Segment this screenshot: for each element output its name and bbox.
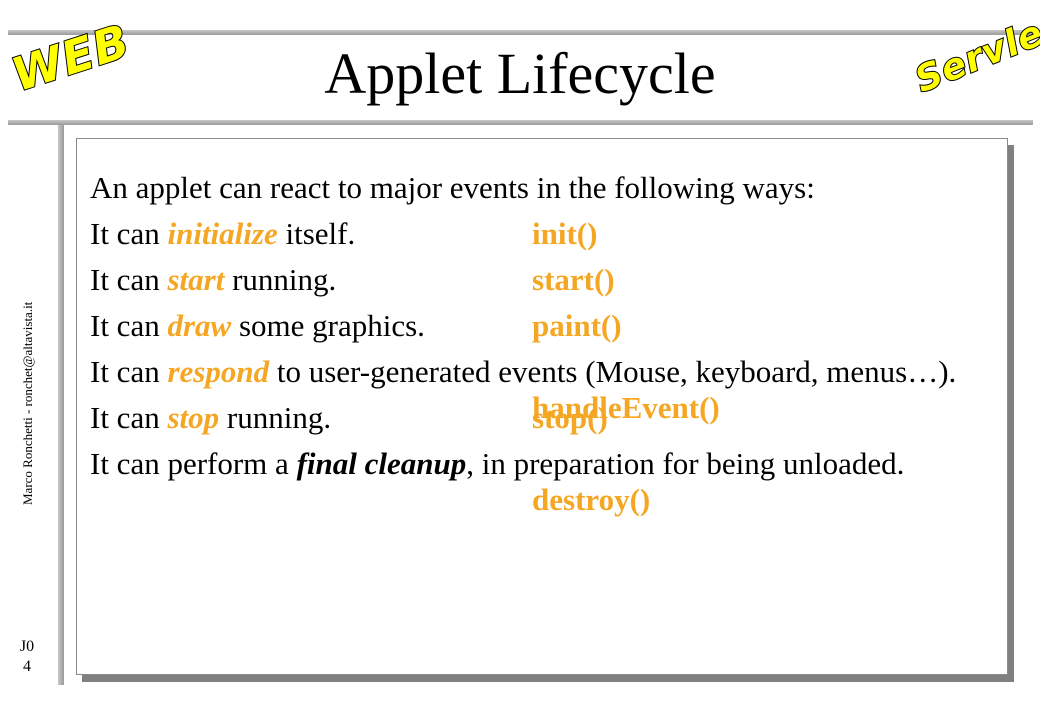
emphasis-draw: draw (167, 308, 232, 343)
method-start: start() (532, 262, 615, 297)
lifecycle-item-stop: It can stop running. stop() (90, 400, 608, 435)
emphasis-stop: stop (167, 400, 220, 435)
method-destroy: destroy() (532, 482, 651, 517)
emphasis-respond: respond (167, 354, 270, 389)
method-handleevent: handleEvent() (532, 390, 720, 425)
lifecycle-item-destroy: It can perform a final cleanup, in prepa… (90, 446, 905, 517)
lifecycle-item-handleevent: It can respond to user-generated events … (90, 354, 957, 425)
lifecycle-item-start: It can start running. start() (90, 262, 615, 297)
slide-title: Applet Lifecycle (324, 41, 716, 106)
content-box (76, 138, 1008, 675)
author-credit: Marco Ronchetti - ronchet@altavista.it (20, 301, 35, 505)
emphasis-final-cleanup: final cleanup (296, 446, 467, 481)
emphasis-initialize: initialize (167, 216, 278, 251)
emphasis-start: start (167, 262, 225, 297)
method-stop: stop() (532, 400, 608, 435)
slide-code-line1: J0 (19, 638, 35, 655)
slide-code: J0 4 (12, 637, 42, 677)
left-rule (58, 125, 64, 685)
method-init: init() (532, 216, 598, 251)
top-rule (8, 30, 1033, 35)
content-body: An applet can react to major events in t… (90, 170, 1000, 517)
slide-code-line2: 4 (23, 658, 31, 675)
method-paint: paint() (532, 308, 622, 343)
header-rule (8, 120, 1033, 125)
lifecycle-item-paint: It can draw some graphics. paint() (90, 308, 622, 343)
lifecycle-item-init: It can initialize itself. init() (90, 216, 598, 251)
intro-paragraph: An applet can react to major events in t… (90, 170, 815, 205)
